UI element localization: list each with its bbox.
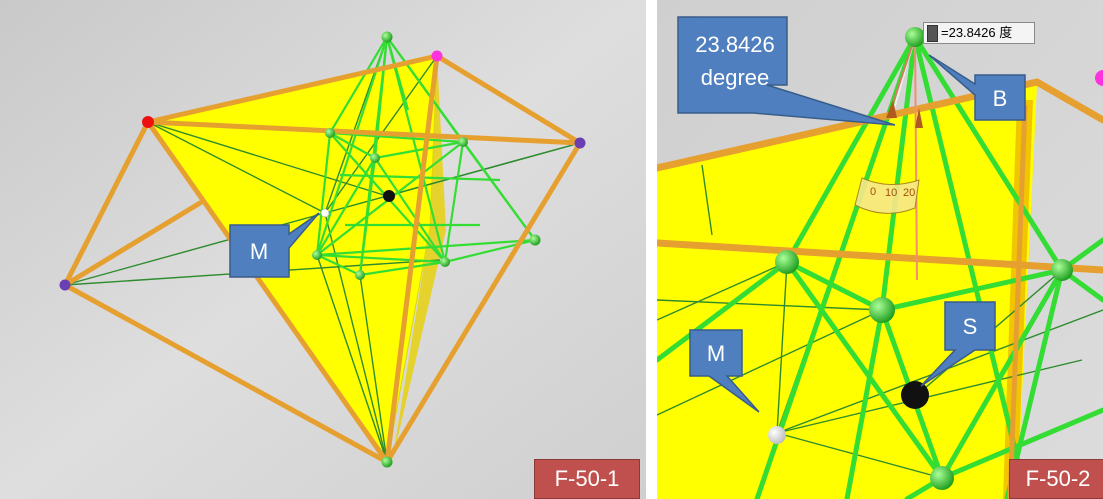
node	[529, 234, 541, 246]
callout-angle-value: 23.8426	[695, 32, 775, 57]
node	[775, 250, 799, 274]
node	[370, 153, 380, 163]
callout-m-label: M	[250, 239, 268, 264]
callout-b-label: B	[993, 86, 1008, 111]
node	[312, 250, 322, 260]
panel-figure-2: 0 10 20 23.8426 degree B	[657, 0, 1103, 499]
angle-measure: 0 10 20	[854, 36, 923, 281]
panel-figure-1: M F-50-1	[0, 0, 646, 499]
vertex-top	[381, 31, 393, 43]
protractor	[854, 177, 920, 214]
callout-b: B	[928, 54, 1026, 121]
black-point-s	[901, 381, 929, 409]
vertex-purple-left	[59, 279, 71, 291]
callout-angle: 23.8426 degree	[677, 16, 896, 126]
vertices	[59, 31, 586, 468]
node	[930, 466, 954, 490]
figure-2-canvas: 0 10 20 23.8426 degree B	[657, 0, 1103, 499]
figure-label-2: F-50-2	[1009, 459, 1103, 499]
vertex-top	[905, 27, 925, 47]
orange-frame	[657, 78, 1103, 274]
figure-label-1: F-50-1	[534, 459, 640, 499]
vertex-red	[142, 116, 154, 128]
green-polyhedron	[315, 36, 536, 277]
protractor-tick-0: 0	[870, 186, 876, 198]
tooltip-value: =23.8426 度	[941, 25, 1013, 40]
vertex-magenta	[431, 50, 443, 62]
figure-1-canvas: M	[0, 0, 646, 499]
node	[325, 128, 335, 138]
node	[1051, 259, 1073, 281]
protractor-tick-20: 20	[903, 187, 915, 199]
vertex-magenta	[1095, 70, 1103, 86]
callout-s: S	[920, 301, 996, 387]
node	[458, 137, 468, 147]
vertex-bottom	[381, 456, 393, 468]
node	[355, 270, 365, 280]
protractor-tick-10: 10	[885, 187, 897, 199]
vertices	[768, 27, 1103, 490]
node	[869, 297, 895, 323]
white-point-m	[320, 208, 330, 218]
black-point	[383, 190, 395, 202]
orange-frame-edge	[1007, 104, 1028, 499]
white-point-m	[768, 426, 786, 444]
callout-m-label: M	[707, 341, 725, 366]
orange-frame	[62, 53, 583, 465]
callout-angle-unit: degree	[701, 65, 770, 90]
callout-m: M	[229, 212, 320, 278]
callout-s-label: S	[963, 314, 978, 339]
vertex-purple-right	[574, 137, 586, 149]
node	[440, 257, 450, 267]
angle-tooltip: =23.8426 度	[923, 22, 1035, 44]
yellow-plane-edge	[392, 56, 446, 462]
callout-m: M	[689, 329, 760, 413]
calculator-icon	[927, 25, 938, 42]
